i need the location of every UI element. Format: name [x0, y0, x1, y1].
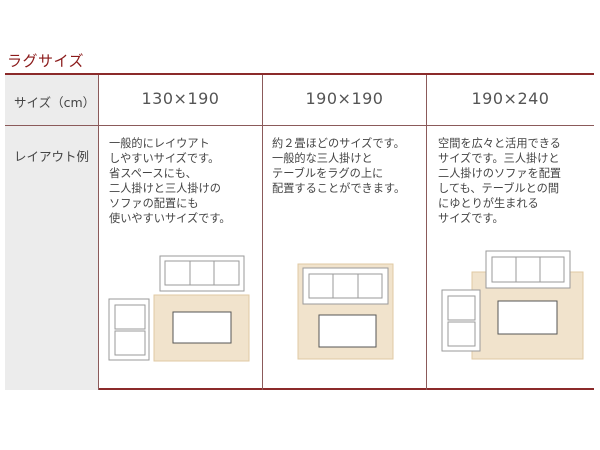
table-icon	[172, 311, 232, 344]
description-1: 一般的にレイウアト しやすいサイズです。 省スペースにも、 二人掛けと三人掛けの…	[109, 137, 231, 225]
rug-size-table: サイズ（cm） 130×190 190×190 190×240 レイアウト例 一…	[5, 73, 594, 390]
size-label: サイズ（cm）	[14, 95, 96, 110]
table-icon	[497, 300, 558, 335]
page-title: ラグサイズ	[7, 52, 85, 70]
size-value-1: 130×190	[141, 89, 220, 108]
three-seat-sofa-icon	[159, 255, 245, 292]
layout-cell-1: 一般的にレイウアト しやすいサイズです。 省スペースにも、 二人掛けと三人掛けの…	[99, 126, 263, 390]
description-3: 空間を広々と活用できる サイズです。三人掛けと 二人掛けのソファを配置 しても、…	[438, 137, 562, 225]
layout-cell-3: 空間を広々と活用できる サイズです。三人掛けと 二人掛けのソファを配置 しても、…	[427, 126, 594, 390]
table-header-row: サイズ（cm） 130×190 190×190 190×240	[5, 75, 594, 126]
size-cell-2: 190×190	[263, 75, 427, 125]
size-cell-3: 190×240	[427, 75, 594, 125]
layout-label: レイアウト例	[14, 149, 90, 164]
size-value-2: 190×190	[305, 89, 384, 108]
table-body-row: レイアウト例 一般的にレイウアト しやすいサイズです。 省スペースにも、 二人掛…	[5, 126, 594, 390]
size-label-cell: サイズ（cm）	[5, 75, 99, 125]
size-cell-1: 130×190	[99, 75, 263, 125]
two-seat-sofa-icon	[441, 289, 481, 352]
size-value-3: 190×240	[471, 89, 550, 108]
description-2: 約２畳ほどのサイズです。 一般的な三人掛けと テーブルをラグの上に 配置すること…	[272, 137, 406, 195]
two-seat-sofa-icon	[108, 298, 150, 361]
layout-diagram-1	[108, 255, 250, 362]
three-seat-sofa-icon	[302, 267, 389, 305]
layout-diagram-2	[297, 263, 394, 360]
table-icon	[318, 314, 377, 348]
three-seat-sofa-icon	[485, 250, 571, 289]
layout-label-cell: レイアウト例	[5, 126, 99, 390]
layout-cell-2: 約２畳ほどのサイズです。 一般的な三人掛けと テーブルをラグの上に 配置すること…	[263, 126, 427, 390]
layout-diagram-3	[441, 250, 584, 360]
